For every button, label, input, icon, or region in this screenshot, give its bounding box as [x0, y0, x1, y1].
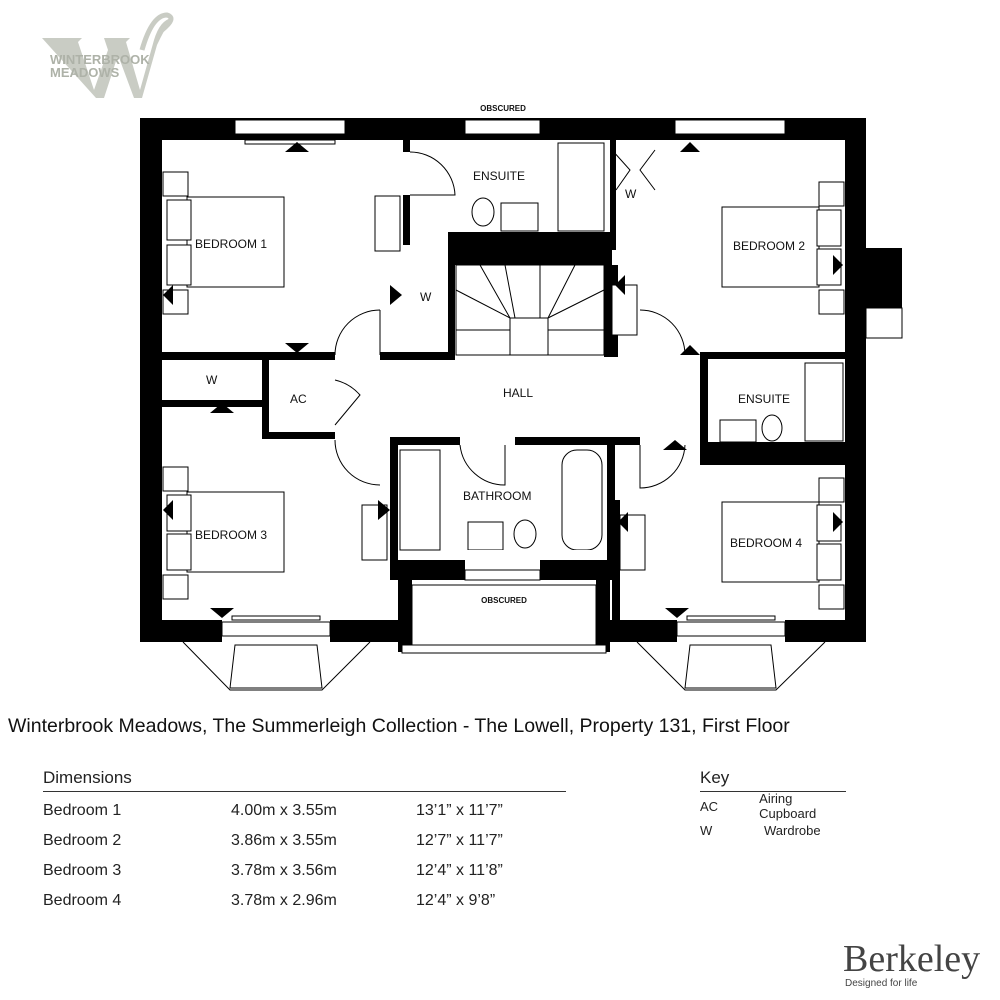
room-label-bedroom-1: BEDROOM 1	[195, 237, 267, 251]
key-heading: Key	[700, 768, 846, 792]
plan-title: Winterbrook Meadows, The Summerleigh Col…	[8, 715, 790, 737]
svg-text:MEADOWS: MEADOWS	[50, 65, 120, 80]
dimension-row: Bedroom 2 3.86m x 3.55m 12’7” x 11’7”	[43, 826, 566, 856]
dimension-row: Bedroom 1 4.00m x 3.55m 13’1” x 11’7”	[43, 796, 566, 826]
brand-tagline: Designed for life	[845, 978, 918, 989]
room-label-wardrobe-1: W	[420, 290, 432, 304]
room-label-bedroom-3: BEDROOM 3	[195, 528, 267, 542]
key-item: W Wardrobe	[700, 818, 846, 842]
key-legend: Key AC Airing Cupboard W Wardrobe	[700, 768, 846, 842]
window-top-obscured-label: OBSCURED	[480, 104, 526, 113]
winterbrook-meadows-logo: WINTERBROOK MEADOWS	[42, 10, 182, 100]
room-name: Bedroom 1	[43, 802, 122, 819]
floor-plan: OBSCURED OBSCURED BEDROOM 1 BEDROOM 2 BE…	[140, 104, 903, 691]
key-code: W	[700, 822, 713, 838]
dimensions-table: Dimensions Bedroom 1 4.00m x 3.55m 13’1” x…	[43, 768, 566, 916]
svg-text:WINTERBROOK: WINTERBROOK	[50, 52, 150, 67]
room-label-bedroom-2: BEDROOM 2	[733, 239, 805, 253]
room-name: Bedroom 4	[43, 892, 122, 909]
key-meaning: Wardrobe	[764, 822, 821, 838]
metric-size: 4.00m x 3.55m	[231, 802, 337, 819]
dimension-row: Bedroom 4 3.78m x 2.96m 12’4” x 9’8”	[43, 886, 566, 916]
imperial-size: 12’7” x 11’7”	[416, 832, 503, 849]
key-meaning: Airing Cupboard	[759, 791, 817, 821]
room-label-hall: HALL	[503, 386, 533, 400]
room-label-wardrobe-2: W	[625, 187, 637, 201]
key-item: AC Airing Cupboard	[700, 791, 846, 821]
room-label-ensuite-2: ENSUITE	[738, 392, 790, 406]
imperial-size: 13’1” x 11’7”	[416, 802, 503, 819]
room-label-wardrobe-3: W	[206, 373, 218, 387]
metric-size: 3.78m x 2.96m	[231, 892, 337, 909]
room-label-bathroom: BATHROOM	[463, 489, 531, 503]
room-name: Bedroom 2	[43, 832, 122, 849]
brand-name: Berkeley	[843, 938, 981, 980]
room-label-ac: AC	[290, 392, 307, 406]
dimensions-heading: Dimensions	[43, 768, 566, 792]
room-name: Bedroom 3	[43, 862, 122, 879]
window-balcony-obscured-label: OBSCURED	[481, 596, 527, 605]
room-label-ensuite-1: ENSUITE	[473, 169, 525, 183]
imperial-size: 12’4” x 11’8”	[416, 862, 503, 879]
room-label-bedroom-4: BEDROOM 4	[730, 536, 802, 550]
dimension-row: Bedroom 3 3.78m x 3.56m 12’4” x 11’8”	[43, 856, 566, 886]
metric-size: 3.78m x 3.56m	[231, 862, 337, 879]
berkeley-logo: Berkeley Designed for life	[843, 940, 980, 989]
imperial-size: 12’4” x 9’8”	[416, 892, 496, 909]
key-code: AC	[700, 798, 719, 814]
metric-size: 3.86m x 3.55m	[231, 832, 337, 849]
